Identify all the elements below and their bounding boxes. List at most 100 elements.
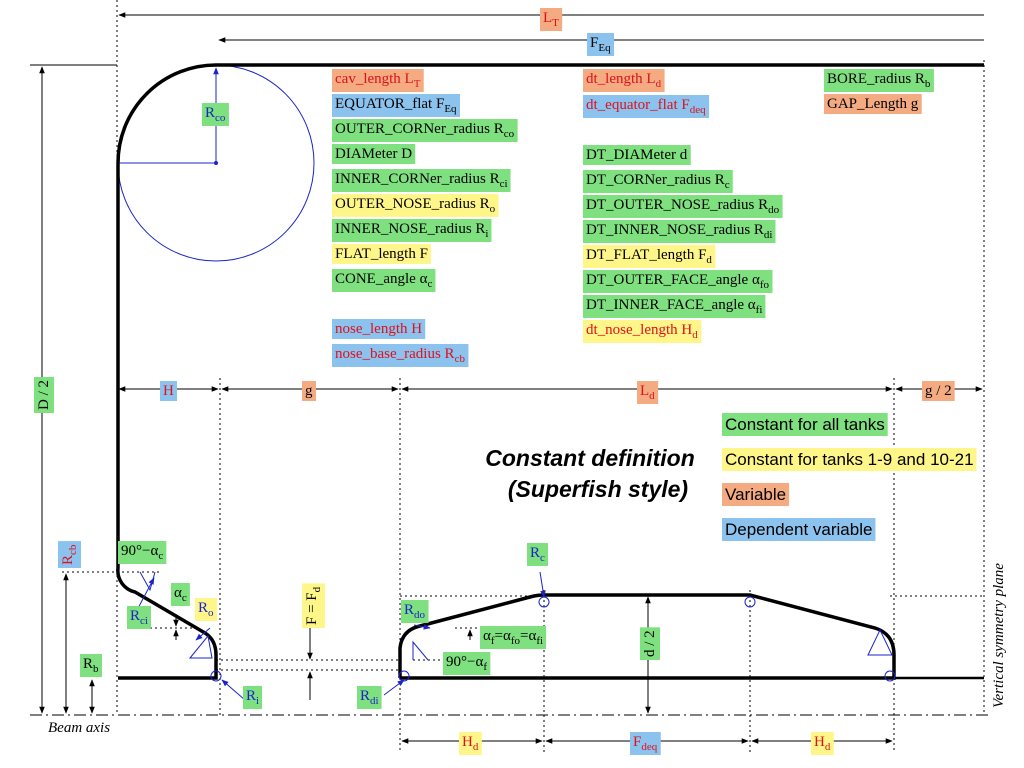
label-text: R: [404, 602, 414, 618]
svg-text:Hd: Hd: [462, 734, 479, 753]
label-text: α: [483, 628, 491, 644]
param-mid-9: dt_nose_length Hd: [583, 320, 702, 343]
param-left-10: nose_base_radius Rcb: [332, 344, 469, 367]
label-text: INNER_CORNer_radius R: [335, 171, 500, 187]
label-text: R: [130, 608, 140, 624]
svg-text:DT_INNER_NOSE_radius Rdi: DT_INNER_NOSE_radius Rdi: [586, 222, 772, 241]
dim-H: H: [160, 381, 177, 401]
label-text: H: [462, 734, 473, 750]
svg-text:DIAMeter D: DIAMeter D: [335, 146, 412, 162]
dim-Fdeq: Fdeq: [630, 732, 661, 755]
annot-Ro: Ro: [195, 598, 218, 621]
label-subscript: T: [414, 78, 421, 90]
svg-text:αf=αfo=αfi: αf=αfo=αfi: [483, 628, 543, 647]
svg-text:Rdo: Rdo: [404, 602, 426, 621]
label-text: DT_INNER_NOSE_radius R: [586, 222, 764, 238]
label-text: H: [814, 734, 825, 750]
svg-text:cav_length LT: cav_length LT: [335, 71, 421, 90]
svg-text:DT_CORNer_radius Rc: DT_CORNer_radius Rc: [586, 172, 730, 191]
label-subscript: Eq: [444, 103, 457, 115]
label-text: R: [530, 545, 540, 561]
profile-markers: [139, 571, 896, 682]
label-subscript: c: [182, 592, 187, 604]
svg-text:CONE_angle αc: CONE_angle αc: [335, 271, 432, 290]
label-text: DT_OUTER_FACE_angle α: [586, 272, 760, 288]
label-text: BORE_radius R: [827, 71, 925, 87]
label-subscript: Eq: [598, 42, 611, 54]
label-text: R: [205, 105, 215, 121]
svg-text:Variable: Variable: [725, 485, 786, 504]
label-text: =α: [495, 628, 511, 644]
label-subscript: co: [215, 112, 226, 124]
param-mid-7: DT_OUTER_FACE_angle αfo: [583, 270, 773, 293]
param-left-0: cav_length LT: [332, 69, 424, 92]
label-subscript: d: [311, 586, 323, 592]
label-text: R: [246, 688, 256, 704]
svg-text:BORE_radius Rb: BORE_radius Rb: [827, 71, 931, 90]
dim-Hd-right: Hd: [811, 732, 834, 755]
svg-text:FEq: FEq: [590, 35, 611, 54]
label-text: R: [360, 688, 370, 704]
annot-Rco: Rco: [202, 103, 229, 126]
label-text: OUTER_NOSE_radius R: [335, 196, 490, 212]
svg-text:DT_OUTER_FACE_angle αfo: DT_OUTER_FACE_angle αfo: [586, 272, 769, 291]
legend-item-2: Variable: [722, 483, 790, 506]
label-text: L: [640, 383, 649, 399]
label-text: R: [83, 656, 93, 672]
svg-text:DT_FLAT_length Fd: DT_FLAT_length Fd: [586, 247, 712, 266]
svg-text:nose_base_radius Rcb: nose_base_radius Rcb: [335, 346, 465, 365]
annot-Rdi: Rdi: [357, 686, 382, 709]
svg-text:90°−αf: 90°−αf: [446, 654, 487, 673]
label-text: FLAT_length F: [335, 246, 428, 262]
label-text: DT_DIAMeter d: [586, 147, 688, 163]
svg-text:90°−αc: 90°−αc: [121, 543, 163, 562]
svg-text:Constant for all tanks: Constant for all tanks: [725, 415, 885, 434]
dim-LT: LT: [540, 8, 563, 31]
diagram-title-line1: Constant definition: [485, 445, 695, 471]
label-text: H: [163, 383, 174, 399]
label-text: F: [590, 35, 598, 51]
svg-text:DT_DIAMeter d: DT_DIAMeter d: [586, 147, 688, 163]
label-text: L: [543, 10, 552, 26]
svg-text:FLAT_length F: FLAT_length F: [335, 246, 428, 262]
label-text: EQUATOR_flat F: [335, 96, 444, 112]
dim-FEq: FEq: [587, 33, 615, 56]
param-left-7: FLAT_length F: [332, 244, 431, 264]
param-mid-0: dt_length Ld: [583, 69, 665, 92]
annot-Rdo: Rdo: [401, 600, 429, 623]
label-text: DIAMeter D: [335, 146, 412, 162]
param-left-4: INNER_CORNer_radius Rci: [332, 169, 511, 192]
label-subscript: T: [552, 17, 559, 29]
label-text: CONE_angle α: [335, 271, 428, 287]
dim-Hd-left: Hd: [459, 732, 482, 755]
dim-Ld: Ld: [637, 381, 659, 404]
param-left-9: nose_length H: [332, 319, 426, 339]
param-left-8: CONE_angle αc: [332, 269, 436, 292]
label-text: D / 2: [36, 380, 52, 410]
label-text: F = F: [304, 592, 320, 625]
label-subscript: c: [540, 552, 545, 564]
svg-text:g / 2: g / 2: [925, 383, 952, 399]
label-text: Variable: [725, 485, 786, 504]
svg-text:INNER_CORNer_radius Rci: INNER_CORNer_radius Rci: [335, 171, 508, 190]
svg-text:INNER_NOSE_radius Ri: INNER_NOSE_radius Ri: [335, 221, 488, 240]
label-subscript: i: [256, 695, 259, 707]
label-text: g: [305, 383, 313, 399]
legend-item-0: Constant for all tanks: [722, 413, 888, 436]
guide-lines: [62, 0, 985, 752]
drift-tube-profile: [398, 593, 896, 680]
annot-alpha-c: αc: [171, 583, 190, 606]
dim-Rcb: Rcb: [58, 541, 81, 568]
param-mid-4: DT_OUTER_NOSE_radius Rdo: [583, 195, 783, 218]
param-mid-1: dt_equator_flat Fdeq: [583, 95, 710, 118]
param-left-3: DIAMeter D: [332, 144, 416, 164]
param-mid-8: DT_INNER_FACE_angle αfi: [583, 295, 766, 318]
svg-text:Constant for tanks 1-9 and 10-: Constant for tanks 1-9 and 10-21: [725, 450, 974, 469]
label-text: g / 2: [925, 383, 952, 399]
svg-text:DT_INNER_FACE_angle αfi: DT_INNER_FACE_angle αfi: [586, 297, 762, 316]
label-text: DT_FLAT_length F: [586, 247, 706, 263]
svg-text:GAP_Length g: GAP_Length g: [827, 96, 919, 112]
label-subscript: d: [692, 329, 698, 341]
annot-Rci: Rci: [127, 606, 151, 629]
